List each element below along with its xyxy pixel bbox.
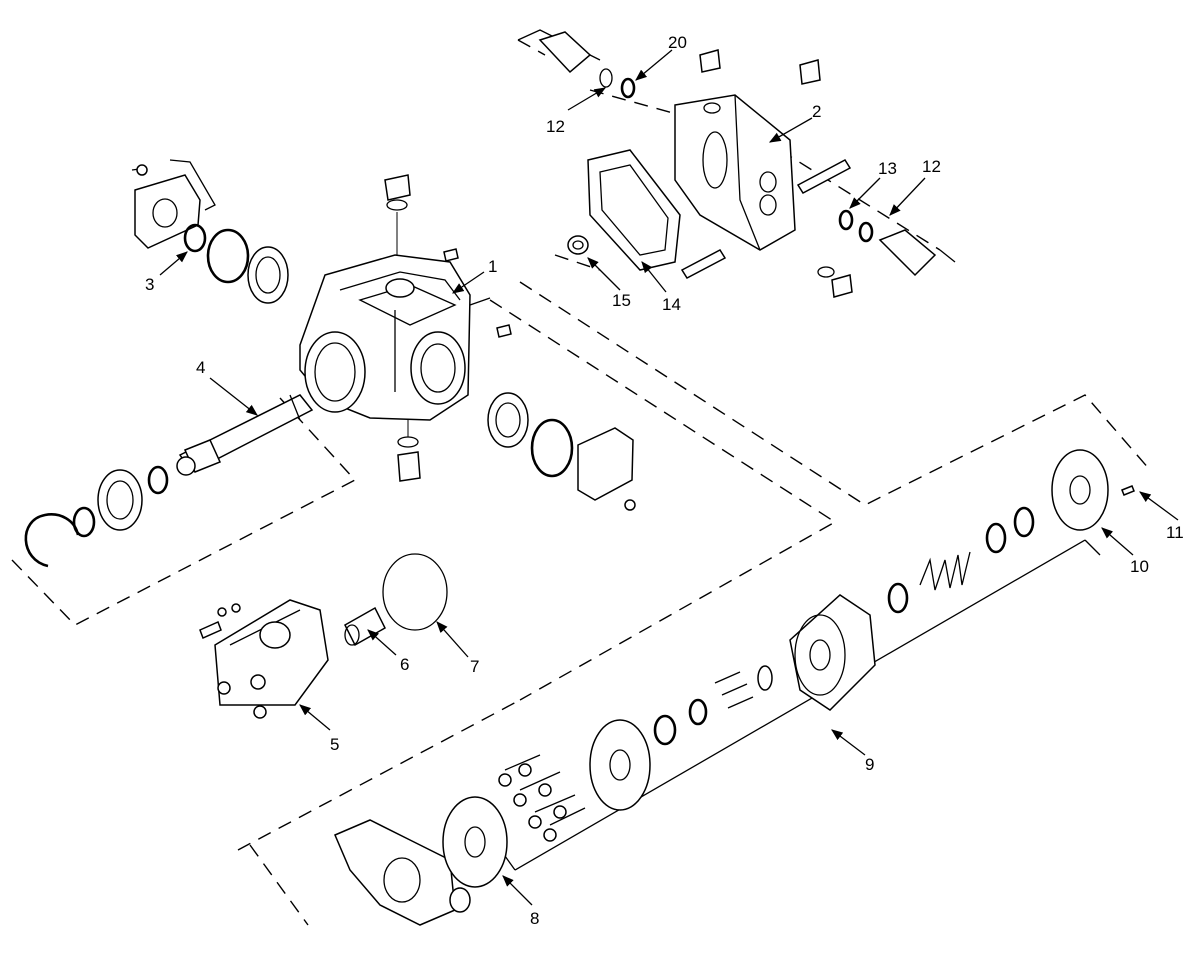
washer <box>887 582 909 614</box>
rear-cover-plate <box>577 427 636 511</box>
cylinder-block <box>789 594 876 711</box>
front-cover-plate <box>131 164 201 249</box>
callout-20: 20 <box>668 33 687 52</box>
callout-3: 3 <box>145 275 154 294</box>
shaft-bearing <box>97 469 143 531</box>
callout-labels: 1 2 3 4 5 6 7 8 9 10 11 12 12 13 14 15 2… <box>145 33 1184 928</box>
callout-4: 4 <box>196 358 205 377</box>
o-ring-20 <box>620 77 636 99</box>
bushing <box>567 235 589 255</box>
callout-9: 9 <box>865 755 874 774</box>
snap-ring <box>1013 506 1035 538</box>
pump-o-ring <box>382 553 448 631</box>
spring-washer <box>985 522 1007 554</box>
o-ring-13 <box>838 209 854 231</box>
retainer-plate <box>589 719 651 811</box>
rear-o-ring <box>530 418 574 478</box>
dowel-pin <box>496 324 512 338</box>
callout-5: 5 <box>330 735 339 754</box>
pins <box>714 671 754 709</box>
front-o-ring <box>206 228 250 284</box>
coupling <box>344 606 386 647</box>
callout-14: 14 <box>662 295 681 314</box>
callout-11: 11 <box>1166 523 1184 542</box>
rear-bearing <box>487 392 529 448</box>
callout-8: 8 <box>530 909 539 928</box>
shaft-seal <box>183 223 207 253</box>
callout-2: 2 <box>812 102 821 121</box>
housing-top-plug <box>384 174 411 255</box>
shaft-snap-ring <box>147 465 169 495</box>
callout-10: 10 <box>1130 557 1149 576</box>
cylinder-spring <box>919 551 971 591</box>
callout-1: 1 <box>488 257 497 276</box>
spacer-ring <box>72 506 96 538</box>
callout-12-right: 12 <box>922 157 941 176</box>
valve-plate-pin <box>1121 485 1135 496</box>
callout-12-left: 12 <box>546 117 565 136</box>
front-bearing <box>247 246 289 304</box>
swashplate <box>334 819 471 926</box>
o-ring-12b <box>858 221 874 243</box>
valve-top-plugs <box>699 49 821 85</box>
swash-plate-disc <box>442 796 508 888</box>
spherical-washer <box>653 714 677 746</box>
callout-6: 6 <box>400 655 409 674</box>
housing-bottom-plug <box>397 420 421 482</box>
callout-7: 7 <box>470 657 479 676</box>
relief-valve-left <box>538 31 613 88</box>
spring-seat <box>757 665 773 691</box>
retainer-ring <box>688 698 708 726</box>
shaft-collar <box>176 456 196 476</box>
charge-pump <box>199 599 329 719</box>
callout-15: 15 <box>612 291 631 310</box>
dowel-pin <box>443 248 459 262</box>
callout-13: 13 <box>878 159 897 178</box>
cap-screw <box>680 159 852 279</box>
pistons <box>498 754 586 842</box>
valve-bottom-plug <box>817 266 853 298</box>
pump-housing <box>299 254 491 421</box>
leader-arrows <box>159 49 1179 906</box>
valve-plate <box>1051 449 1109 531</box>
gasket <box>587 149 681 271</box>
retaining-ring <box>24 513 80 568</box>
valve-block <box>674 94 796 251</box>
relief-valve-right <box>878 229 937 277</box>
